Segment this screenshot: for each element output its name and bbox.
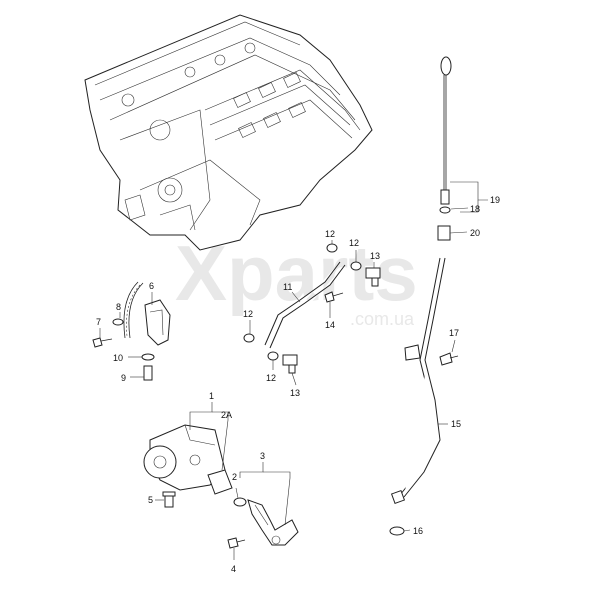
seal-ring-12-upper-a bbox=[326, 243, 338, 253]
bolt-5 bbox=[162, 491, 176, 508]
bolt-14 bbox=[324, 291, 344, 303]
pump-outlet-2A bbox=[207, 469, 233, 495]
callout-10: 10 bbox=[113, 353, 123, 363]
banjo-bolt-13-upper bbox=[365, 267, 381, 287]
callout-19: 19 bbox=[490, 195, 500, 205]
callout-8: 8 bbox=[116, 302, 121, 312]
callout-16: 16 bbox=[413, 526, 423, 536]
oil-pump bbox=[143, 424, 226, 491]
banjo-bolt-13-lower bbox=[282, 354, 298, 374]
callout-9: 9 bbox=[121, 373, 126, 383]
callout-13-upper: 13 bbox=[370, 251, 380, 261]
bolt-17 bbox=[439, 352, 459, 366]
washer-10 bbox=[141, 353, 155, 361]
seal-ring-12-lower-b bbox=[267, 351, 279, 361]
callout-18: 18 bbox=[470, 204, 480, 214]
callout-12-lower-a: 12 bbox=[243, 309, 253, 319]
washer-8 bbox=[112, 318, 124, 326]
seal-ring-2 bbox=[233, 497, 247, 507]
callout-13-lower: 13 bbox=[290, 388, 300, 398]
o-ring-16 bbox=[389, 526, 405, 536]
callout-14: 14 bbox=[325, 320, 335, 330]
bolt-9 bbox=[143, 365, 153, 381]
callout-11: 11 bbox=[283, 282, 292, 292]
bolt-4 bbox=[227, 537, 246, 549]
callout-2: 2 bbox=[232, 472, 237, 482]
o-ring-18 bbox=[439, 206, 451, 214]
sleeve-20 bbox=[437, 225, 451, 241]
callout-3: 3 bbox=[260, 451, 265, 461]
timing-chain-segment bbox=[123, 281, 144, 339]
dipstick bbox=[440, 56, 452, 205]
callout-17: 17 bbox=[449, 328, 459, 338]
engine-block bbox=[84, 14, 373, 251]
callout-6: 6 bbox=[149, 281, 154, 291]
seal-ring-12-lower-a bbox=[243, 333, 255, 343]
callout-1: 1 bbox=[209, 391, 214, 401]
dipstick-guide-tube bbox=[390, 257, 446, 505]
callout-20: 20 bbox=[470, 228, 480, 238]
chain-tensioner bbox=[144, 299, 171, 346]
bolt-7 bbox=[92, 337, 113, 348]
watermark-domain: .com.ua bbox=[350, 309, 415, 329]
callout-12-lower-b: 12 bbox=[266, 373, 276, 383]
callout-7: 7 bbox=[96, 317, 101, 327]
oil-pipe bbox=[264, 261, 346, 349]
callout-15: 15 bbox=[451, 419, 461, 429]
callout-5: 5 bbox=[148, 495, 153, 505]
leader-lines bbox=[99, 181, 488, 560]
callout-12-upper-a: 12 bbox=[325, 229, 335, 239]
callout-4: 4 bbox=[231, 564, 236, 574]
oil-pickup-pipe bbox=[247, 499, 299, 546]
callout-12-upper-b: 12 bbox=[349, 238, 359, 248]
callout-2A: 2A bbox=[221, 410, 232, 420]
seal-ring-12-upper-b bbox=[350, 261, 362, 271]
